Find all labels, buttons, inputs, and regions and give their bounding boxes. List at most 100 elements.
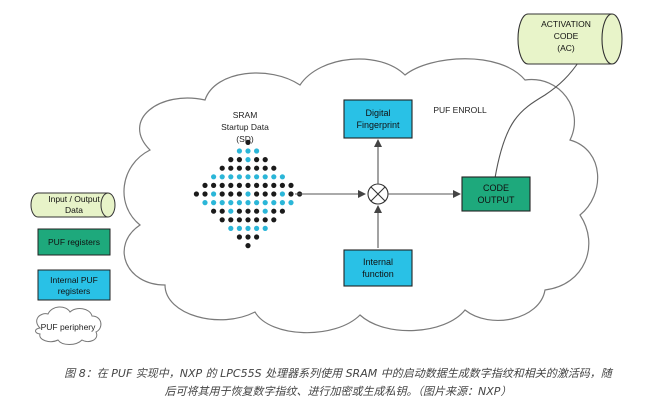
caption-line2: 后可将其用于恢复数字指纹、进行加密或生成私钥。（图片来源：NXP） <box>164 385 512 398</box>
sram-bit-dot <box>271 200 277 206</box>
sram-bit-dot <box>254 200 260 206</box>
sram-bit-dot <box>254 157 260 163</box>
sram-bit-dot <box>271 182 277 188</box>
sram-startup-bit-pattern <box>193 139 303 249</box>
sram-bit-dot <box>228 165 234 171</box>
activation-code-line2: CODE <box>554 31 579 41</box>
sram-bit-dot <box>245 165 251 171</box>
sram-bit-dot <box>254 165 260 171</box>
sram-bit-dot <box>236 191 242 197</box>
sram-bit-dot <box>254 148 260 154</box>
caption-line1: 图 8：在 PUF 实现中，NXP 的 LPC55S 处理器系列使用 SRAM … <box>64 367 612 380</box>
sram-bit-dot <box>245 174 251 180</box>
sram-bit-dot <box>245 139 251 145</box>
sram-bit-dot <box>228 182 234 188</box>
sram-bit-dot <box>228 208 234 214</box>
sram-bit-dot <box>219 200 225 206</box>
sram-bit-dot <box>245 217 251 223</box>
sram-bit-dot <box>279 182 285 188</box>
sram-bit-dot <box>202 182 208 188</box>
sram-bit-dot <box>262 208 268 214</box>
puf-enroll-label: PUF ENROLL <box>433 105 487 115</box>
sram-bit-dot <box>228 157 234 163</box>
sram-bit-dot <box>228 225 234 231</box>
activation-code-line3: (AC) <box>557 43 575 53</box>
sram-bit-dot <box>262 225 268 231</box>
sram-bit-dot <box>254 234 260 240</box>
sram-bit-dot <box>254 182 260 188</box>
legend-input-output-line1: Input / Output <box>48 194 100 204</box>
activation-code-line1: ACTIVATION <box>541 19 591 29</box>
sram-bit-dot <box>262 217 268 223</box>
sram-bit-dot <box>271 165 277 171</box>
legend-internal-puf-registers-line1: Internal PUF <box>50 275 98 285</box>
sram-bit-dot <box>262 191 268 197</box>
sram-bit-dot <box>236 225 242 231</box>
sram-bit-dot <box>228 200 234 206</box>
legend-puf-registers: PUF registers <box>37 228 111 256</box>
sram-bit-dot <box>236 182 242 188</box>
legend-puf-registers-label: PUF registers <box>48 237 100 247</box>
sram-bit-dot <box>236 200 242 206</box>
sram-bit-dot <box>262 200 268 206</box>
code-output-line1: CODE <box>483 183 509 193</box>
sram-bit-dot <box>254 225 260 231</box>
sram-bit-dot <box>202 191 208 197</box>
sram-bit-dot <box>262 165 268 171</box>
sram-bit-dot <box>245 148 251 154</box>
sram-bit-dot <box>202 200 208 206</box>
sram-bit-dot <box>288 182 294 188</box>
puf-diagram: ACTIVATION CODE (AC) SRAM Startup Data (… <box>30 13 623 345</box>
sram-label-line1: SRAM <box>233 110 258 120</box>
sram-bit-dot <box>219 217 225 223</box>
legend-internal-puf-registers-line2: registers <box>58 286 91 296</box>
internal-function-box: Internal function <box>343 249 413 287</box>
sram-bit-dot <box>211 200 217 206</box>
code-output-box: CODE OUTPUT <box>461 176 531 212</box>
enroll-to-activation-connector <box>494 59 581 179</box>
legend-internal-puf-registers: Internal PUF registers <box>37 269 111 301</box>
sram-bit-dot <box>254 217 260 223</box>
sram-bit-dot <box>219 165 225 171</box>
code-output-line2: OUTPUT <box>478 195 516 205</box>
sram-bit-dot <box>245 182 251 188</box>
sram-bit-dot <box>236 234 242 240</box>
sram-bit-dot <box>245 208 251 214</box>
legend-input-output: Input / Output Data <box>30 192 116 218</box>
sram-bit-dot <box>262 157 268 163</box>
sram-bit-dot <box>245 157 251 163</box>
sram-bit-dot <box>271 217 277 223</box>
sram-bit-dot <box>245 225 251 231</box>
sram-bit-dot <box>279 191 285 197</box>
sram-bit-dot <box>288 191 294 197</box>
internal-function-line1: Internal <box>363 257 393 267</box>
sram-bit-dot <box>219 208 225 214</box>
sram-bit-dot <box>245 191 251 197</box>
sram-bit-dot <box>219 182 225 188</box>
sram-bit-dot <box>236 174 242 180</box>
sram-bit-dot <box>245 200 251 206</box>
sram-bit-dot <box>211 174 217 180</box>
sram-bit-dot <box>279 200 285 206</box>
sram-bit-dot <box>219 174 225 180</box>
digital-fingerprint-box: Digital Fingerprint <box>343 99 413 139</box>
digital-fingerprint-line1: Digital <box>365 108 390 118</box>
figure-caption: 图 8：在 PUF 实现中，NXP 的 LPC55S 处理器系列使用 SRAM … <box>18 365 658 401</box>
internal-function-line2: function <box>362 269 394 279</box>
sram-bit-dot <box>193 191 199 197</box>
sram-bit-dot <box>254 208 260 214</box>
sram-bit-dot <box>228 191 234 197</box>
sram-bit-dot <box>236 208 242 214</box>
sram-bit-dot <box>279 208 285 214</box>
digital-fingerprint-line2: Fingerprint <box>356 120 400 130</box>
sram-bit-dot <box>236 157 242 163</box>
sram-bit-dot <box>236 165 242 171</box>
legend-puf-periphery-label: PUF periphery <box>41 322 97 332</box>
sram-bit-dot <box>211 208 217 214</box>
sram-bit-dot <box>279 174 285 180</box>
sram-bit-dot <box>262 174 268 180</box>
sram-label-line2: Startup Data <box>221 122 269 132</box>
combiner-node <box>367 183 389 205</box>
legend-puf-periphery: PUF periphery <box>35 306 102 345</box>
sram-bit-dot <box>236 148 242 154</box>
